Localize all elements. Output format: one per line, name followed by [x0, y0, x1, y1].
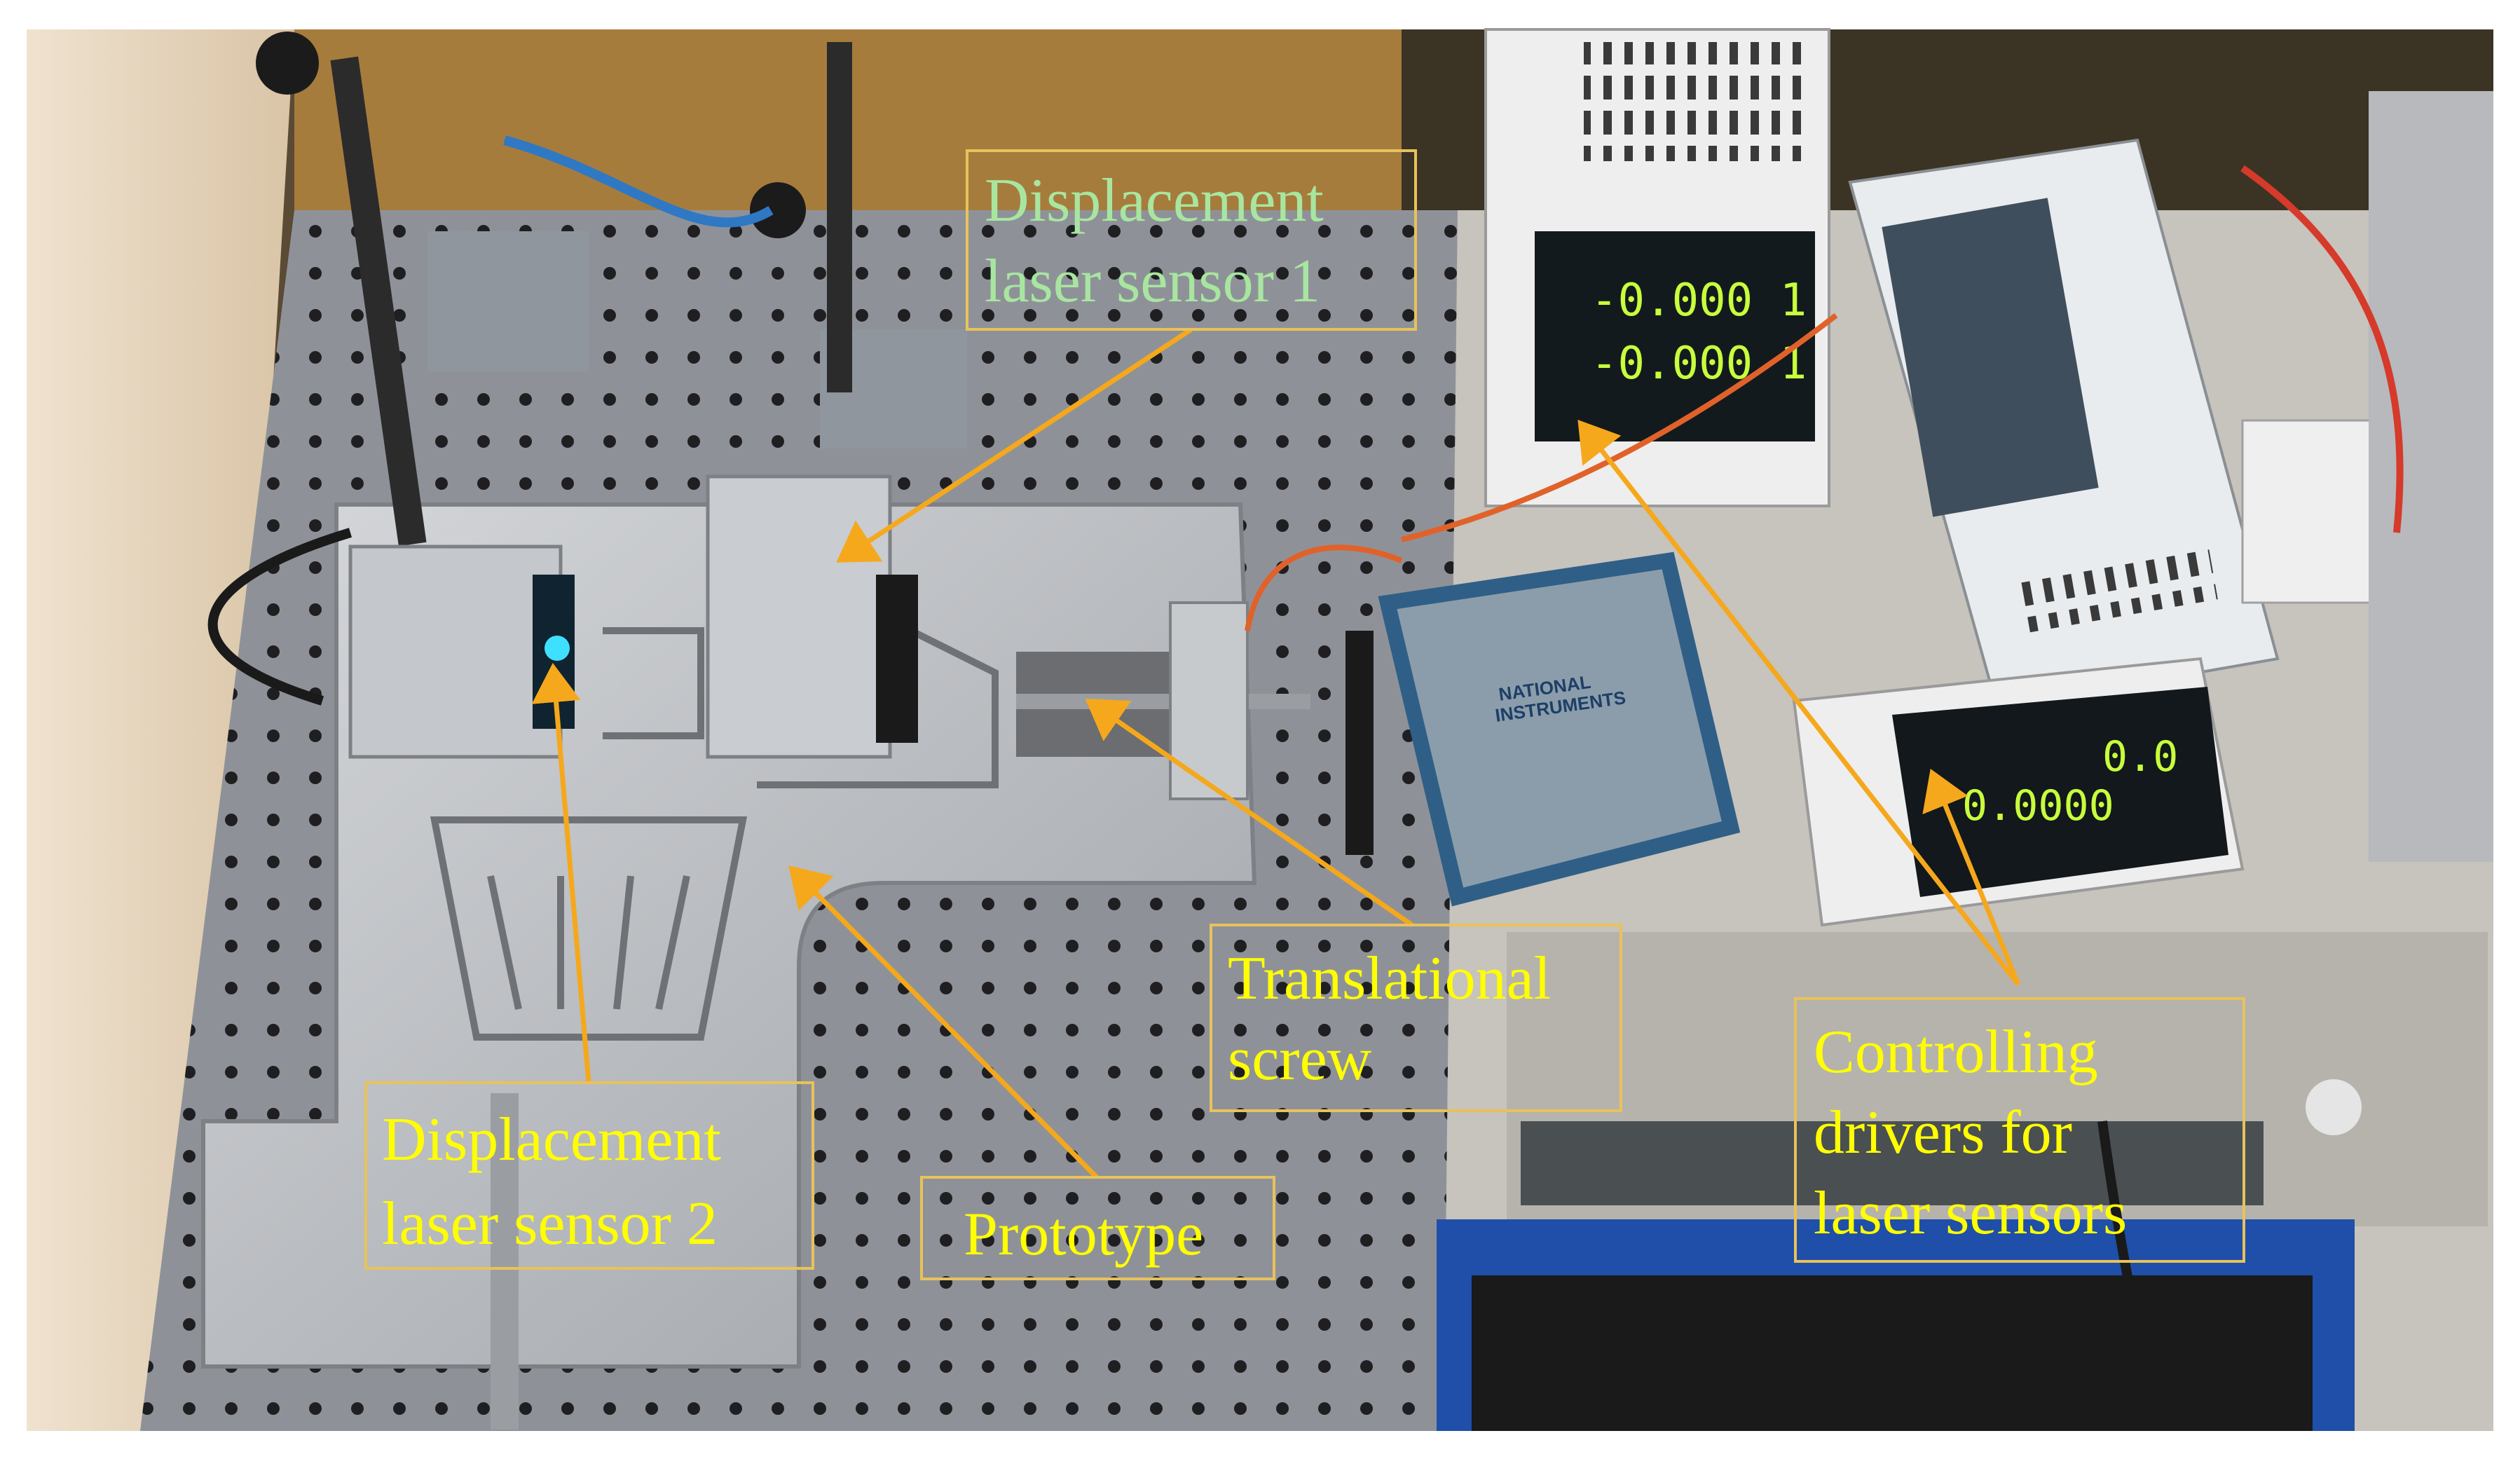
- label-screw: Translational screw: [1210, 924, 1622, 1112]
- label-sensor2-line2: laser sensor 2: [382, 1190, 718, 1258]
- label-screw-line2: screw: [1228, 1025, 1372, 1093]
- label-sensor1: Displacement laser sensor 1: [966, 149, 1417, 331]
- driver2-readout-top: 0.0: [2102, 732, 2178, 781]
- arrow-sensor1: [836, 327, 1193, 563]
- label-prototype-text: Prototype: [964, 1200, 1203, 1268]
- label-drivers-line1: Controlling: [1814, 1018, 2098, 1086]
- annotation-arrows: [531, 327, 2021, 1179]
- label-screw-line1: Translational: [1228, 945, 1551, 1013]
- label-prototype: Prototype: [920, 1176, 1275, 1280]
- driver1-readout-top: -0.000 1: [1591, 275, 1807, 327]
- label-sensor1-line2: laser sensor 1: [985, 247, 1320, 315]
- laser-driver-1: -0.000 1 -0.000 1: [1484, 28, 1830, 507]
- arrow-prototype: [788, 865, 1099, 1179]
- laser-sensor-2-mount: [348, 544, 575, 759]
- controller-module: [1848, 91, 2493, 862]
- label-drivers: Controlling drivers for laser sensors: [1794, 997, 2245, 1263]
- label-drivers-line3: laser sensors: [1814, 1179, 2127, 1247]
- laser-driver-2: 0.0 0.0000: [1792, 657, 2245, 927]
- bench-instrument: [1437, 932, 2488, 1431]
- label-sensor2: Displacement laser sensor 2: [364, 1081, 814, 1270]
- arrow-sensor2: [531, 663, 591, 1083]
- arrow-screw: [1085, 699, 1413, 927]
- arrow-driver1: [1577, 419, 2020, 987]
- label-drivers-line2: drivers for: [1814, 1099, 2072, 1167]
- label-sensor2-line1: Displacement: [382, 1106, 721, 1174]
- magnetic-stands: [256, 32, 967, 547]
- label-sensor1-line1: Displacement: [985, 167, 1324, 235]
- ni-daq-box: NATIONAL INSTRUMENTS: [1345, 552, 1741, 907]
- laser-sensor-1-mount: [706, 474, 918, 759]
- driver2-readout-bottom: 0.0000: [1962, 781, 2114, 830]
- arrow-driver2: [1922, 769, 2021, 986]
